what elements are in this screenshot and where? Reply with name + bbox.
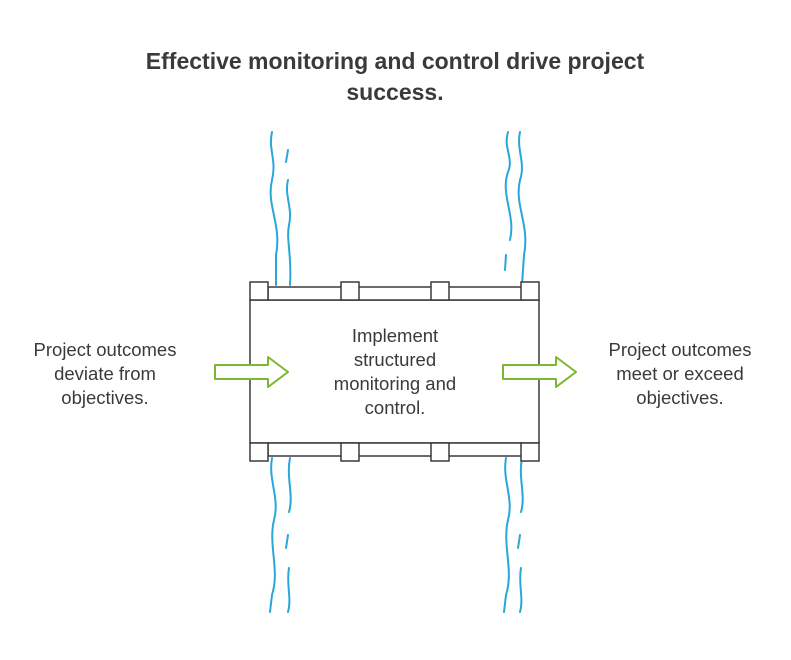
bridge-bottom-rail xyxy=(267,442,523,457)
title-line: Effective monitoring and control drive p… xyxy=(145,48,645,74)
bridge-label-line: Implement xyxy=(351,325,439,346)
water-stream-right xyxy=(503,131,527,613)
right-arrow-icon xyxy=(502,356,577,388)
bridge-post xyxy=(520,281,540,301)
bridge-label-line: structured xyxy=(353,349,437,370)
water-stream-left xyxy=(269,131,292,613)
bridge-post xyxy=(249,442,269,462)
bridge-label-line: monitoring and xyxy=(333,373,457,394)
left-arrow-icon xyxy=(214,356,289,388)
bridge-label-line: control. xyxy=(364,397,426,418)
bridge-label: Implement structured monitoring and cont… xyxy=(300,324,490,420)
desired-state-line: objectives. xyxy=(636,387,724,408)
current-state-line: Project outcomes xyxy=(33,339,177,360)
diagram-title: Effective monitoring and control drive p… xyxy=(95,46,695,108)
bridge-post xyxy=(340,281,360,301)
desired-state-line: Project outcomes xyxy=(608,339,752,360)
current-state-label: Project outcomes deviate from objectives… xyxy=(10,338,200,410)
bridge-post xyxy=(430,281,450,301)
bridge xyxy=(249,281,540,462)
bridge-post xyxy=(520,442,540,462)
bridge-top-rail xyxy=(267,286,523,301)
current-state-line: objectives. xyxy=(61,387,149,408)
title-line: success. xyxy=(346,79,444,105)
desired-state-line: meet or exceed xyxy=(616,363,744,384)
bridge-post xyxy=(430,442,450,462)
current-state-line: deviate from xyxy=(54,363,156,384)
desired-state-label: Project outcomes meet or exceed objectiv… xyxy=(588,338,772,410)
bridge-post xyxy=(249,281,269,301)
bridge-post xyxy=(340,442,360,462)
